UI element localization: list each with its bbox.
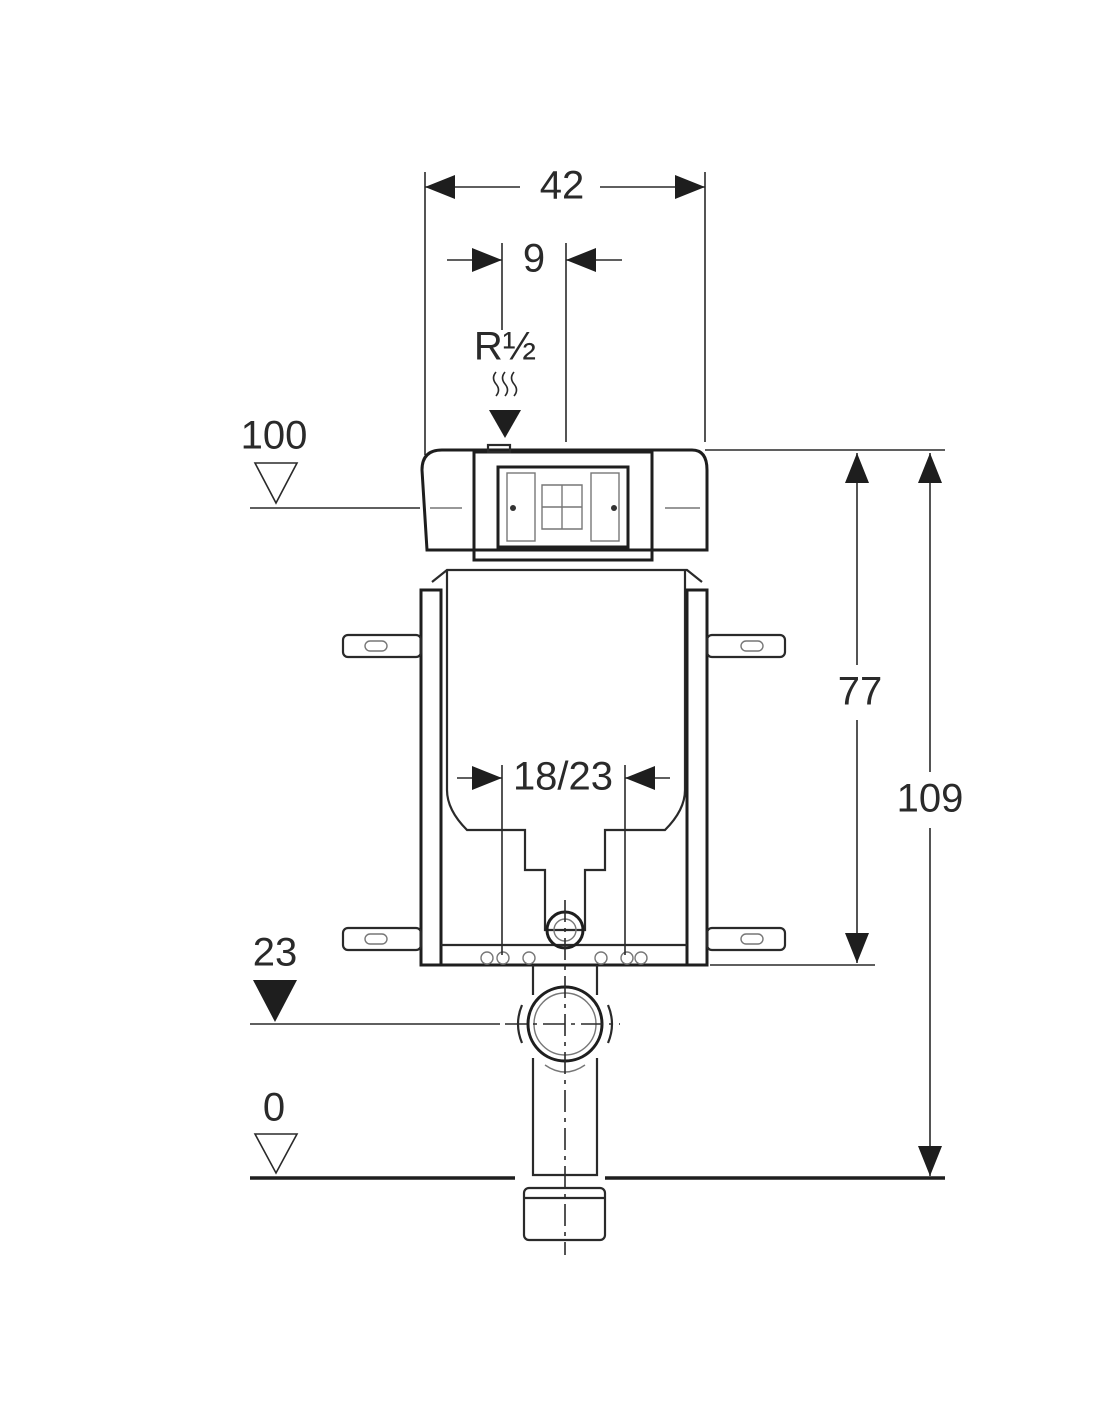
dimension-frame-height: 77 <box>705 449 945 966</box>
dimension-overall-width: 42 <box>424 164 706 455</box>
label-inlet-thread: R½ <box>474 325 536 369</box>
arrow-up-icon <box>845 453 869 483</box>
label-77: 77 <box>838 670 883 714</box>
arrow-up-icon <box>918 453 942 483</box>
bracket-bottom-right <box>705 926 787 952</box>
label-18-23: 18/23 <box>513 755 613 799</box>
arrow-down-icon <box>918 1146 942 1176</box>
water-wave-icon <box>492 371 518 397</box>
bracket-bottom-left <box>341 926 423 952</box>
arrow-right-icon <box>472 766 502 790</box>
arrow-left-icon <box>425 175 455 199</box>
level-marker-0: 0 <box>250 1086 945 1180</box>
dimension-total-height: 109 <box>897 453 964 1176</box>
drain-pipe <box>505 900 620 1255</box>
label-23: 23 <box>253 931 298 975</box>
level-triangle-icon <box>253 1133 299 1175</box>
level-triangle-icon <box>253 462 299 505</box>
level-marker-100: 100 <box>241 414 420 509</box>
label-100: 100 <box>241 414 308 458</box>
bracket-top-left <box>341 633 423 659</box>
label-42: 42 <box>540 164 585 208</box>
arrow-down-icon <box>489 410 521 438</box>
flush-plate-icon <box>541 484 583 530</box>
bracket-top-right <box>705 633 787 659</box>
arrow-right-icon <box>675 175 705 199</box>
water-inlet: R½ <box>474 325 536 438</box>
arrow-down-icon <box>845 933 869 963</box>
dimension-bolt-spacing: 18/23 <box>457 755 670 955</box>
mounting-brackets <box>341 633 787 952</box>
label-0: 0 <box>263 1086 285 1130</box>
cistern-frame <box>419 443 709 967</box>
level-marker-23: 23 <box>250 931 500 1025</box>
dimension-inlet-offset: 9 <box>447 237 622 442</box>
arrow-right-icon <box>472 248 502 272</box>
arrow-left-icon <box>566 248 596 272</box>
level-triangle-filled-icon <box>253 980 297 1022</box>
arrow-left-icon <box>625 766 655 790</box>
label-109: 109 <box>897 777 964 821</box>
label-9: 9 <box>523 237 545 281</box>
